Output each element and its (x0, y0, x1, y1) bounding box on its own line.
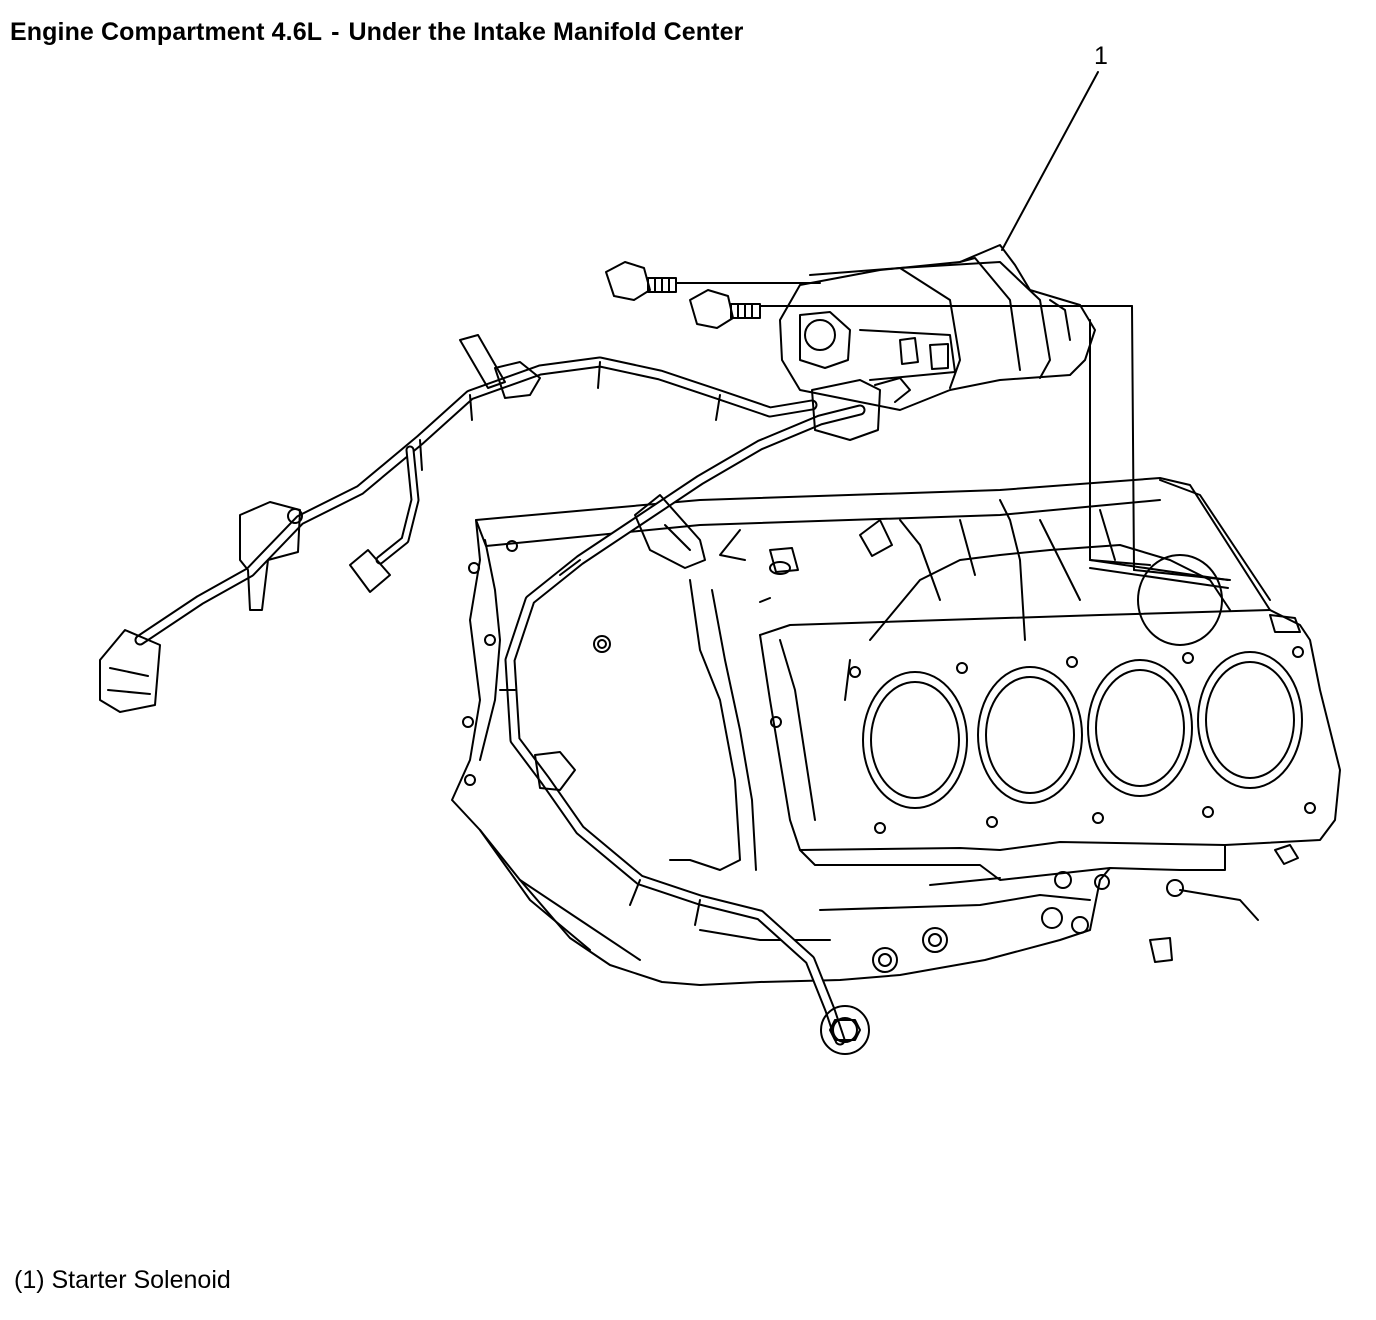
title-main: Engine Compartment 4.6L (10, 18, 323, 46)
legend-item-starter-solenoid: (1) Starter Solenoid (14, 1266, 231, 1294)
starter-solenoid (780, 245, 1095, 410)
callout-number-1: 1 (1094, 42, 1108, 70)
title-sub: Under the Intake Manifold Center (348, 18, 744, 46)
cylinder-head (463, 510, 1315, 972)
callout-leader-line (1002, 72, 1098, 250)
diagram-title: Engine Compartment 4.6L-Under the Intake… (10, 18, 743, 47)
title-separator: - (331, 18, 340, 46)
engine-block (452, 478, 1340, 985)
wiring-harness (100, 335, 880, 1054)
mounting-bolts (606, 262, 1230, 580)
